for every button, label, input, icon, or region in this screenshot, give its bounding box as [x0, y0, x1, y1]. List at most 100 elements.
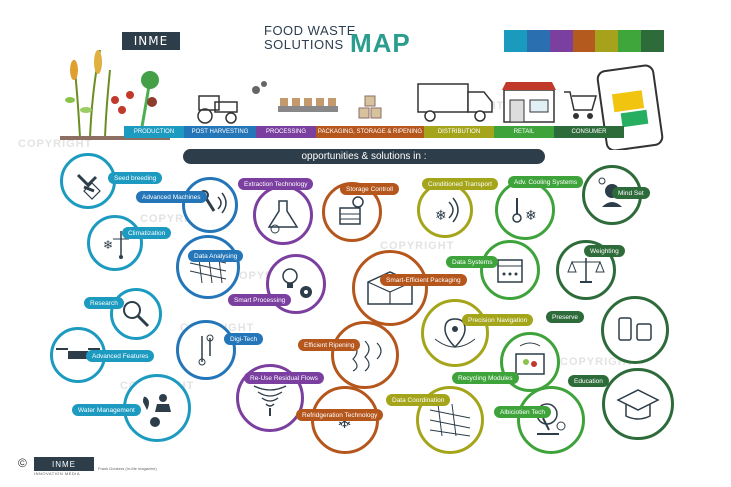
cycle-icon [143, 394, 171, 427]
solution-label: Digi-Tech [224, 333, 264, 345]
calendar-icon [497, 259, 523, 283]
title-line1: FOOD WASTE [264, 23, 356, 38]
solution-label: Adv. Cooling Systems [508, 176, 584, 188]
hand-icon [76, 173, 101, 200]
watermark: COPYRIGHT [380, 240, 455, 252]
watermark: COPYRIGHT [18, 138, 93, 150]
plants-illustration [60, 49, 170, 140]
solution-label: Weighting [584, 245, 625, 257]
waves-icon [352, 340, 382, 372]
solution-label: Climatization [122, 227, 172, 239]
pin-icon [434, 318, 476, 349]
title-map: MAP [350, 28, 411, 58]
solution-circle [421, 299, 489, 367]
value-chain-stage: RETAIL [494, 126, 554, 138]
title-text: FOOD WASTE SOLUTIONS [264, 24, 356, 52]
grid2-icon [429, 403, 471, 437]
value-chain-stage: CONSUMER [554, 126, 624, 138]
shopping-cart-icon [564, 91, 597, 119]
solution-circle [352, 250, 428, 326]
solution-label: Conditioned Transport [422, 178, 498, 190]
opportunities-bar: opportunities & solutions in : [183, 149, 545, 164]
svg-text:❄: ❄ [103, 238, 113, 252]
solution-circle [331, 321, 399, 389]
color-swatch [618, 30, 642, 52]
value-chain-stage: POST HARVESTING [184, 126, 256, 138]
solution-circle [110, 288, 162, 340]
inme-logo: INME [122, 32, 180, 50]
wrench-icon [199, 190, 227, 214]
gradcap-icon [616, 389, 660, 420]
solution-label: Recycling Modules [452, 372, 519, 384]
solution-label: Advanced Machines [136, 191, 207, 203]
solution-label: Data Coordination [386, 394, 451, 406]
package-icon [367, 271, 413, 305]
value-chain-stage: DISTRIBUTION [424, 126, 494, 138]
solution-circle: ❄ [495, 180, 555, 240]
solution-circle [602, 368, 674, 440]
solution-circle [480, 240, 540, 300]
solution-label: Education [568, 375, 609, 387]
solution-label: Seed breeding [108, 172, 163, 184]
color-swatch [526, 30, 550, 52]
solution-circle [60, 153, 116, 209]
microscope-icon [536, 403, 566, 435]
svg-text:❄: ❄ [525, 207, 537, 223]
solution-circle [601, 296, 669, 364]
color-swatch [549, 30, 573, 52]
solution-label: Water Management [72, 404, 141, 416]
footer-logo: INME [34, 457, 94, 471]
footer-credit: Frank Donkers (In-Me magazine) [98, 466, 157, 471]
solution-circle [253, 185, 313, 245]
circuit-icon [198, 334, 214, 366]
solution-circle: ❄ [87, 215, 143, 271]
shelves-icon [339, 196, 364, 225]
funnel-icon [253, 385, 287, 416]
value-chain-stage: PROCESSING [256, 126, 316, 138]
grid-icon [189, 250, 227, 284]
boxes-stack-icon [358, 95, 382, 119]
solution-label: Re-Use Residual Flows [244, 372, 324, 384]
bulb-gear-icon [282, 268, 312, 298]
solution-circle [182, 177, 238, 233]
solution-circle [176, 320, 236, 380]
copyright-symbol: © [18, 456, 27, 470]
color-swatch [504, 30, 527, 52]
title-line2: SOLUTIONS [264, 37, 344, 52]
footer-logo-subtitle: INNOVATION MEDIA [34, 471, 81, 476]
solution-circle [517, 386, 585, 454]
value-chain-stage: PRODUCTION [124, 126, 184, 138]
solution-label: Mind Set [612, 187, 650, 199]
solution-label: Smart-Efficient Packaging [380, 274, 467, 286]
recycle-icon [515, 342, 545, 375]
solution-label: Albiciotien Tech [494, 406, 552, 418]
solution-label: Preserve [546, 311, 585, 323]
solution-circle [176, 235, 240, 299]
drone-icon [56, 348, 100, 359]
solution-label: Data Analysing [188, 250, 244, 262]
solution-label: Extraction Technology [238, 178, 314, 190]
solution-label: Precision Navigation [462, 314, 534, 326]
thermo-icon: ❄ [512, 198, 537, 223]
solution-label: Refridgeration Technology [296, 409, 384, 421]
sun-snow-icon: ❄ [103, 231, 129, 259]
flask-icon [267, 200, 299, 234]
store-icon [502, 82, 556, 123]
tractor-icon [197, 95, 238, 124]
processing-illustration [252, 81, 338, 112]
solution-label: Storage Controll [340, 183, 399, 195]
solution-label: Data Systems [446, 256, 499, 268]
solution-label: Advanced Features [86, 350, 155, 362]
svg-text:❄: ❄ [435, 207, 447, 223]
magnifier-icon [123, 301, 150, 328]
scale-icon [567, 258, 605, 283]
wifi-snow-icon: ❄ [435, 197, 459, 223]
truck-icon [417, 83, 493, 122]
color-swatches [504, 30, 665, 52]
color-swatch [641, 30, 665, 52]
color-swatch [595, 30, 619, 52]
solution-label: Smart Processing [228, 294, 292, 306]
solution-circle: ❄ [417, 182, 473, 238]
jars-icon [618, 317, 652, 341]
